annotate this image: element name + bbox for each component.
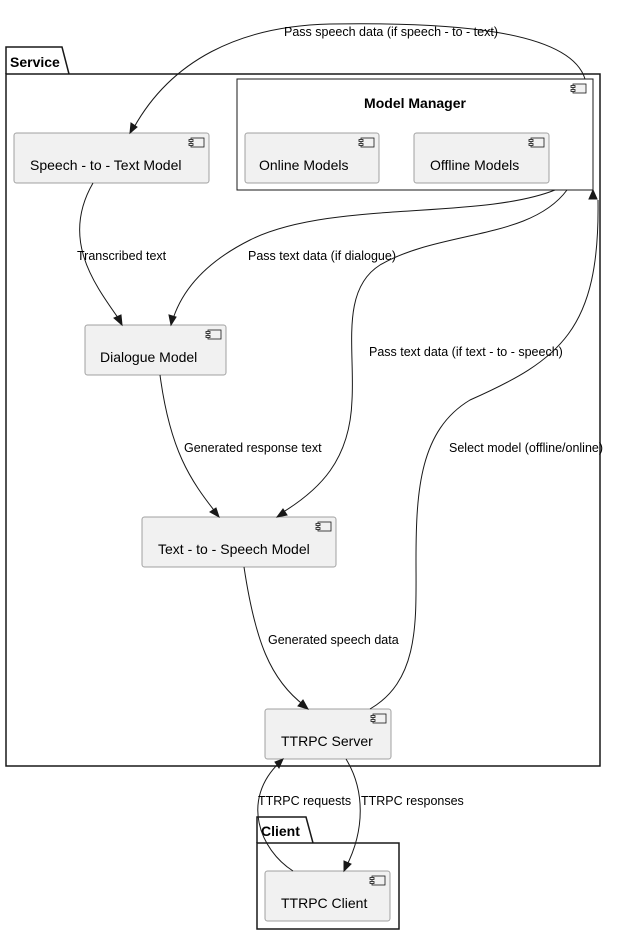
component-icon — [370, 713, 387, 724]
edge-generated-speech: Generated speech data — [243, 566, 399, 710]
edge-ttrpc-responses: TTRPC responses — [343, 758, 464, 873]
edge-select-model-label: Select model (offline/online) — [449, 441, 603, 455]
edge-pass-text-tts: Pass text data (if text - to - speech) — [275, 189, 568, 518]
component-icon — [188, 137, 205, 148]
component-icon — [205, 329, 222, 340]
speech-to-text-label: Speech - to - Text Model — [30, 157, 181, 173]
component-icon — [315, 521, 332, 532]
component-icon — [570, 83, 587, 94]
component-icon — [358, 137, 375, 148]
text-to-speech-model[interactable]: Text - to - Speech Model — [141, 516, 337, 568]
component-icon — [528, 137, 545, 148]
online-models-label: Online Models — [259, 157, 349, 173]
package-client-label: Client — [261, 823, 300, 839]
edge-ttrpc-responses-label: TTRPC responses — [361, 794, 464, 808]
edge-generated-response-label: Generated response text — [184, 441, 322, 455]
online-models[interactable]: Online Models — [244, 132, 380, 184]
offline-models-label: Offline Models — [430, 157, 519, 173]
ttrpc-client[interactable]: TTRPC Client — [264, 870, 391, 922]
dialogue-model[interactable]: Dialogue Model — [84, 324, 227, 376]
package-service-label: Service — [10, 54, 60, 70]
edge-pass-text-dialogue-label: Pass text data (if dialogue) — [248, 249, 396, 263]
edge-select-model: Select model (offline/online) — [369, 188, 603, 710]
ttrpc-server[interactable]: TTRPC Server — [264, 708, 392, 760]
ttrpc-server-label: TTRPC Server — [281, 733, 373, 749]
dialogue-model-label: Dialogue Model — [100, 349, 197, 365]
offline-models[interactable]: Offline Models — [413, 132, 550, 184]
edge-pass-text-dialogue: Pass text data (if dialogue) — [168, 189, 556, 327]
edge-transcribed-label: Transcribed text — [77, 249, 167, 263]
edge-generated-response: Generated response text — [159, 374, 322, 519]
edge-pass-speech: Pass speech data (if speech - to - text) — [129, 23, 586, 135]
edge-pass-speech-label: Pass speech data (if speech - to - text) — [284, 25, 498, 39]
edge-pass-text-tts-label: Pass text data (if text - to - speech) — [369, 345, 563, 359]
text-to-speech-label: Text - to - Speech Model — [158, 541, 310, 557]
model-manager-label: Model Manager — [364, 95, 466, 111]
speech-to-text-model[interactable]: Speech - to - Text Model — [13, 132, 210, 184]
edge-ttrpc-requests-label: TTRPC requests — [258, 794, 351, 808]
edge-ttrpc-requests: TTRPC requests — [257, 758, 351, 872]
edge-transcribed: Transcribed text — [77, 182, 167, 327]
edge-generated-speech-label: Generated speech data — [268, 633, 399, 647]
component-icon — [369, 875, 386, 886]
ttrpc-client-label: TTRPC Client — [281, 895, 367, 911]
